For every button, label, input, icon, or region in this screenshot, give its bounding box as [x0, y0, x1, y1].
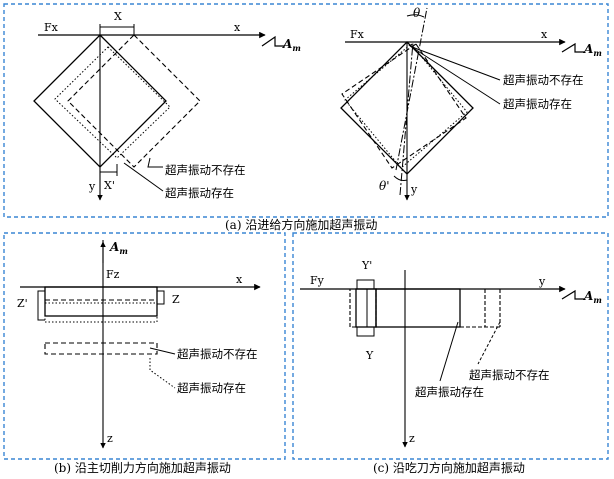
panel-a-right: Fx θ θ' x Am y 超声振动不存在 超声振动存在 — [340, 6, 602, 201]
am-label: Am — [282, 37, 301, 53]
y-prime-label: Y' — [361, 259, 372, 272]
x-axis-label: x — [236, 273, 243, 286]
tool-dotted-outline — [344, 43, 468, 169]
leader-absent — [411, 46, 501, 81]
panel-a-frame — [3, 3, 609, 218]
y-axis-label: y — [538, 275, 546, 288]
fx-label: Fx — [350, 28, 365, 41]
tool-dotted-rect — [44, 302, 158, 323]
label-absent: 超声振动不存在 — [177, 347, 258, 361]
z-label: Z — [172, 293, 180, 306]
tool-solid-box — [355, 288, 377, 328]
theta-label: θ — [413, 6, 421, 20]
y-prime-bracket — [356, 279, 375, 289]
theta-arc — [406, 14, 425, 18]
leader-absent — [477, 321, 501, 365]
panel-c-frame — [292, 232, 609, 460]
am-wave-symbol — [261, 35, 285, 47]
am-wave-symbol — [561, 42, 585, 53]
leader-present — [409, 45, 501, 105]
tool-solid-outline — [340, 41, 474, 175]
label-present: 超声振动存在 — [503, 97, 572, 111]
leader-present — [149, 358, 176, 389]
panel-c: Fy Y' Y y Am 超声振动不存在 超声振动存在 z (c) 沿吃刀方向施… — [292, 232, 609, 475]
tool-solid-rect — [44, 286, 158, 317]
fy-label: Fy — [310, 274, 325, 287]
am-label: Am — [109, 240, 128, 256]
tool-dashed-outline — [341, 43, 467, 169]
label-present: 超声振动存在 — [177, 381, 246, 395]
xprime-label: X' — [104, 179, 115, 192]
fz-label: Fz — [106, 268, 120, 281]
theta-prime-label: θ' — [379, 179, 390, 193]
leader-absent — [149, 347, 176, 355]
label-present: 超声振动存在 — [165, 186, 234, 200]
x-axis-label: x — [541, 28, 548, 41]
theta-line-upper — [395, 7, 428, 171]
panel-c-caption: (c) 沿吃刀方向施加超声振动 — [373, 460, 525, 475]
panel-b-caption: (b) 沿主切削力方向施加超声振动 — [54, 460, 231, 475]
y-axis-label: y — [410, 183, 418, 196]
z-prime-label: Z' — [17, 297, 28, 310]
am-wave-symbol — [561, 289, 585, 300]
y-label: Y — [365, 349, 374, 362]
leader-absent — [147, 157, 163, 168]
tool-dashed-outline — [67, 34, 201, 168]
panel-b: Am Fz x Z Z' 超声振动不存在 超声振动存在 z (b) 沿主切削力方… — [3, 232, 286, 475]
leader-present — [123, 162, 164, 192]
leader-present — [439, 321, 459, 382]
z-prime-bracket — [37, 290, 45, 321]
tool-dashed-box — [349, 288, 377, 328]
tool-dashed-rect — [44, 342, 158, 355]
panel-b-frame — [3, 232, 286, 460]
y-bracket — [356, 327, 375, 337]
panel-a-left: Fx X x Am X' y 超声振动不存在 超声振动存在 — [33, 10, 301, 201]
fx-label: Fx — [44, 21, 59, 34]
z-axis-label: z — [107, 432, 113, 445]
am-label: Am — [583, 42, 602, 58]
label-absent: 超声振动不存在 — [503, 73, 584, 87]
panel-a: Fx X x Am X' y 超声振动不存在 超声振动存在 — [3, 3, 609, 232]
am-label: Am — [583, 289, 602, 305]
x-axis-label: x — [234, 21, 241, 34]
tool-dotted-outline — [54, 46, 171, 159]
theta-prime-arc — [393, 175, 408, 181]
label-absent: 超声振动不存在 — [469, 368, 550, 382]
z-axis-label: z — [409, 432, 415, 445]
workpiece-solid — [375, 288, 461, 328]
z-bracket — [157, 290, 165, 305]
label-absent: 超声振动不存在 — [165, 163, 246, 177]
label-present: 超声振动存在 — [415, 385, 484, 399]
panel-a-caption: (a) 沿进给方向施加超声振动 — [225, 217, 377, 232]
y-axis-label: y — [88, 180, 96, 193]
x-dim-label: X — [114, 10, 122, 23]
